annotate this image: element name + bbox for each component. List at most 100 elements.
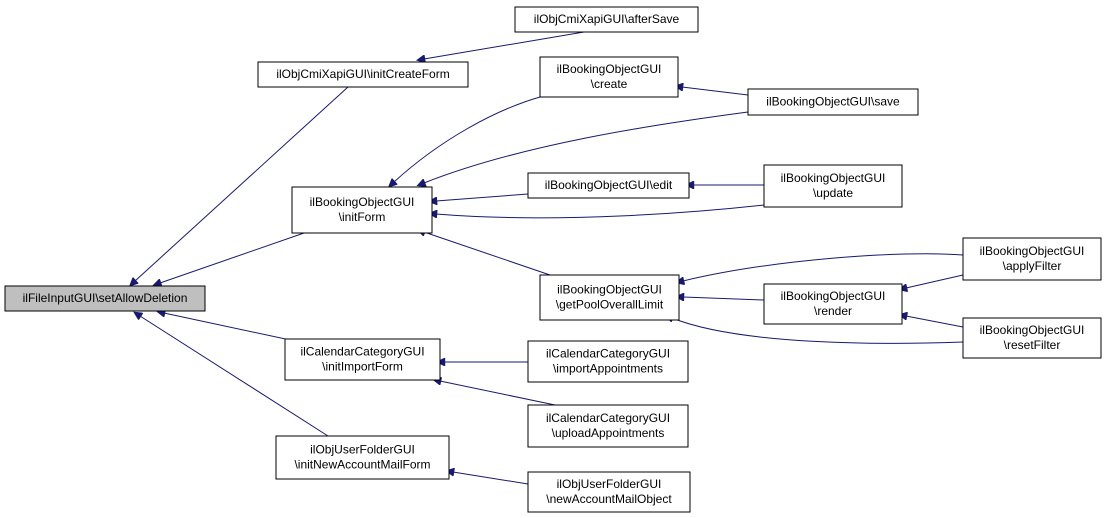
node-root: ilFileInputGUI\setAllowDeletion: [4, 285, 206, 312]
node-label-line: ilBookingObjectGUI: [781, 289, 886, 303]
node-box: [763, 164, 903, 208]
node-box: [539, 274, 680, 321]
edge-uf_initNewAccountMailForm-to-root: [140, 316, 329, 437]
edge-arrow: [906, 274, 964, 288]
node-cmi-initCreateForm[interactable]: ilObjCmiXapiGUI\initCreateForm: [257, 61, 469, 88]
node-box: [284, 338, 441, 381]
edge-arrow: [453, 472, 529, 485]
node-box: [527, 471, 691, 513]
nodes-layer: ilFileInputGUI\setAllowDeletion ilObjCmiX…: [4, 6, 1102, 513]
node-label-line: \applyFilter: [1003, 259, 1062, 273]
node-label-line: \update: [813, 186, 853, 200]
edge-arrow: [424, 31, 585, 59]
edge-arrow: [424, 111, 749, 183]
node-label-line: \resetFilter: [1004, 338, 1061, 352]
node-book-render[interactable]: ilBookingObjectGUI\render: [763, 283, 903, 325]
node-book-edit[interactable]: ilBookingObjectGUI\edit: [527, 172, 690, 199]
node-label-line: ilCalendarCategoryGUI: [546, 411, 670, 425]
node-box: [747, 88, 919, 116]
node-box: [257, 61, 469, 88]
edge-arrow: [440, 381, 556, 406]
edge-book_update-to-book_initForm: [436, 204, 765, 219]
edge-book_resetFilter-to-book_render: [906, 316, 964, 328]
node-cal-initImportForm[interactable]: ilCalendarCategoryGUI\initImportForm: [284, 338, 441, 381]
node-label-line: ilCalendarCategoryGUI: [300, 345, 424, 359]
edge-book_applyFilter-to-book_render: [906, 274, 964, 288]
node-label-line: ilBookingObjectGUI: [310, 195, 415, 209]
node-book-resetFilter[interactable]: ilBookingObjectGUI\resetFilter: [962, 317, 1102, 359]
node-cal-uploadAppointments[interactable]: ilCalendarCategoryGUI\uploadAppointments: [527, 404, 689, 448]
edge-book_render-to-book_getPool: [683, 297, 765, 300]
node-label-line: \getPoolOverallLimit: [556, 298, 664, 312]
node-label-line: ilCalendarCategoryGUI: [546, 347, 670, 361]
node-box: [4, 285, 206, 312]
edge-arrow: [436, 204, 765, 219]
node-label-line: \initNewAccountMailForm: [294, 458, 430, 472]
node-label-line: ilObjUserFolderGUI: [557, 477, 662, 491]
node-box: [527, 172, 690, 199]
edge-book_applyFilter-to-book_getPool: [683, 253, 964, 281]
node-book-initForm[interactable]: ilBookingObjectGUI\initForm: [291, 186, 433, 234]
edge-arrow: [683, 297, 765, 300]
node-uf-newAccountMailObject[interactable]: ilObjUserFolderGUI\newAccountMailObject: [527, 471, 691, 513]
edge-cmi_initCreateForm-to-root: [135, 86, 349, 281]
node-box: [527, 404, 689, 448]
edge-book_edit-to-book_initForm: [436, 193, 529, 201]
node-label-line: ilBookingObjectGUI: [557, 283, 662, 297]
node-cal-importAppointments[interactable]: ilCalendarCategoryGUI\importAppointments: [527, 340, 689, 383]
node-label-line: ilObjCmiXapiGUI\afterSave: [534, 12, 680, 26]
edge-arrow: [682, 87, 749, 96]
node-label-line: \uploadAppointments: [552, 426, 665, 440]
node-label-line: \initImportForm: [322, 360, 403, 374]
edge-book_save-to-book_initForm: [424, 111, 749, 183]
node-box: [962, 237, 1102, 281]
node-label-line: ilObjUserFolderGUI: [310, 443, 415, 457]
node-label-line: \render: [814, 304, 852, 318]
edge-book_resetFilter-to-book_getPool: [672, 318, 964, 344]
node-label-line: ilBookingObjectGUI: [980, 323, 1085, 337]
node-book-applyFilter[interactable]: ilBookingObjectGUI\applyFilter: [962, 237, 1102, 281]
node-label-line: ilObjCmiXapiGUI\initCreateForm: [276, 67, 449, 81]
node-box: [962, 317, 1102, 359]
edges-layer: [135, 31, 964, 485]
node-label-line: \create: [591, 77, 628, 91]
node-box: [514, 6, 699, 33]
edge-book_create-to-book_initForm: [394, 96, 541, 182]
edge-arrow: [140, 316, 329, 437]
node-label-line: \newAccountMailObject: [546, 492, 672, 506]
node-label-line: ilBookingObjectGUI: [980, 244, 1085, 258]
node-label-line: ilFileInputGUI\setAllowDeletion: [23, 291, 188, 305]
node-box: [527, 340, 689, 383]
node-label-line: ilBookingObjectGUI: [781, 171, 886, 185]
edge-book_initForm-to-root: [160, 232, 305, 283]
edge-arrow: [672, 318, 964, 344]
edge-arrow: [424, 232, 551, 276]
node-label-line: ilBookingObjectGUI\edit: [545, 178, 673, 192]
edge-arrow: [436, 193, 529, 201]
node-label-line: ilBookingObjectGUI: [557, 62, 662, 76]
edge-cmi_afterSave-to-cmi_initCreateForm: [424, 31, 585, 59]
node-book-save[interactable]: ilBookingObjectGUI\save: [747, 88, 919, 116]
edge-arrow: [683, 253, 964, 281]
edge-uf_newAccountMailObject-to-uf_initNewAccountMailForm: [453, 472, 529, 485]
node-label-line: \initForm: [339, 210, 386, 224]
edge-book_getPool-to-book_initForm: [424, 232, 551, 276]
node-uf-initNewAccountMailForm[interactable]: ilObjUserFolderGUI\initNewAccountMailFor…: [275, 435, 450, 480]
node-label-line: \importAppointments: [553, 362, 663, 376]
node-book-update[interactable]: ilBookingObjectGUI\update: [763, 164, 903, 208]
node-book-getPool[interactable]: ilBookingObjectGUI\getPoolOverallLimit: [539, 274, 680, 321]
edge-arrow: [160, 232, 305, 283]
node-label-line: ilBookingObjectGUI\save: [766, 95, 900, 109]
node-cmi-afterSave[interactable]: ilObjCmiXapiGUI\afterSave: [514, 6, 699, 33]
edge-arrow: [906, 316, 964, 328]
node-box: [539, 56, 679, 98]
node-box: [291, 186, 433, 234]
edge-cal_uploadAppointments-to-cal_initImportForm: [440, 381, 556, 406]
edge-book_save-to-book_create: [682, 87, 749, 96]
node-book-create[interactable]: ilBookingObjectGUI\create: [539, 56, 679, 98]
edge-arrow: [135, 86, 349, 281]
edge-arrow: [394, 96, 541, 182]
node-box: [275, 435, 450, 480]
node-box: [763, 283, 903, 325]
